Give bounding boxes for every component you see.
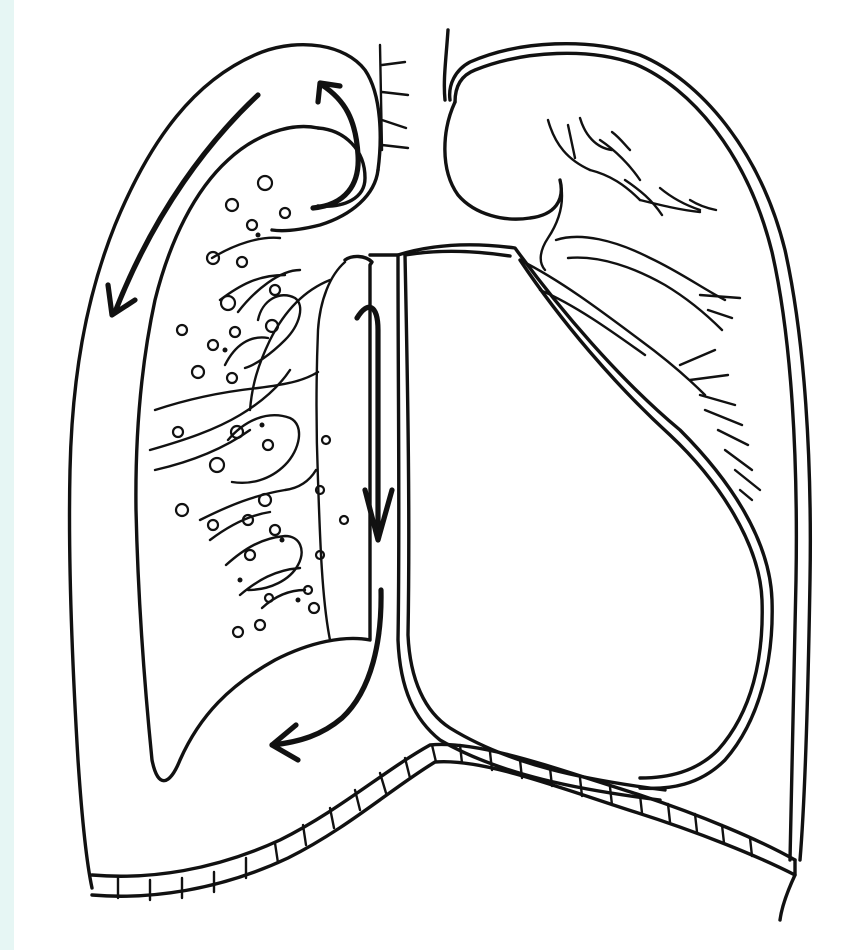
trachea-icon	[380, 45, 408, 150]
left-bronchi	[150, 238, 345, 640]
right-outer-pleura	[444, 30, 810, 860]
lateral-arrow	[108, 95, 258, 315]
heart-icon	[398, 245, 772, 788]
heart-inner-outline	[520, 260, 762, 778]
mediastinum-line-right	[405, 255, 665, 790]
heart-upper-rim	[405, 251, 510, 256]
left-apex-inner	[272, 170, 378, 231]
mediastinal-arrow	[357, 307, 392, 540]
right-outer-pleura-inner	[455, 53, 796, 860]
mediastinum-line-left	[370, 255, 660, 800]
lung-icon	[136, 127, 372, 781]
right-apex-curl	[445, 102, 561, 219]
